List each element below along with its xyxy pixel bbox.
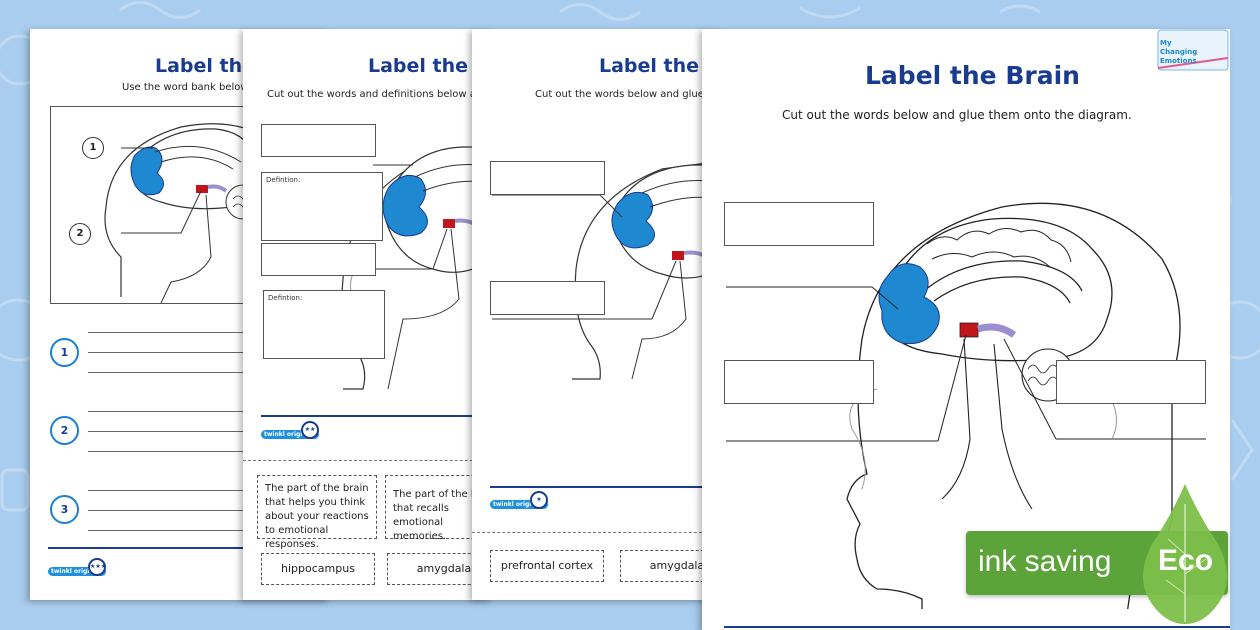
answer-line — [88, 490, 328, 491]
answer-number-2: 2 — [50, 416, 79, 445]
footer-line — [490, 486, 722, 488]
diagram-number-2: 2 — [69, 223, 91, 245]
answer-line — [88, 411, 328, 412]
answer-line — [88, 332, 328, 333]
sheet-title: Label the Brain — [599, 55, 722, 77]
label-box — [261, 243, 376, 276]
sheet-subtitle: Cut out the words below and glue them on… — [535, 89, 722, 100]
label-box — [490, 161, 605, 195]
series-logo-text: My Changing Emotions — [1160, 39, 1198, 65]
ink-saving-text: ink saving — [978, 545, 1112, 578]
footer-line — [724, 626, 1230, 628]
label-box — [490, 281, 605, 315]
twinkl-originals-logo: twinkl originals — [490, 491, 549, 510]
eco-leaf-icon — [1143, 484, 1227, 624]
definition-card: The part of the brain that helps you thi… — [257, 475, 377, 550]
sheet-subtitle: Cut out the words below and glue them on… — [782, 108, 1132, 122]
sheet-subtitle: Cut out the words and definitions below … — [267, 89, 493, 100]
twinkl-logo-text: twinkl originals — [490, 500, 549, 509]
twinkl-originals-logo: twinkl originals — [261, 421, 320, 440]
answer-line — [88, 372, 328, 373]
answer-line — [88, 530, 328, 531]
label-box — [724, 360, 874, 404]
difficulty-stars-icon: ★★ — [301, 421, 319, 439]
twinkl-originals-logo: twinkl originals — [48, 558, 107, 577]
sheet-title: Label the Brain — [368, 55, 493, 77]
definition-label: Defintion: — [268, 294, 303, 302]
diagram-number-1: 1 — [82, 137, 104, 159]
definition-box: Defintion: — [263, 290, 385, 359]
definition-box: Defintion: — [261, 172, 383, 241]
label-box — [1056, 360, 1206, 404]
eco-label: Eco — [1158, 544, 1214, 577]
answer-line — [88, 510, 328, 511]
sheet-subtitle: Use the word bank below to label the dia… — [122, 82, 330, 93]
difficulty-stars-icon: ★ — [530, 491, 548, 509]
footer-line — [48, 547, 330, 549]
cut-line — [472, 532, 722, 533]
label-box — [261, 124, 376, 157]
brain-diagram — [341, 146, 493, 390]
worksheet-3: Label the Brain Cut out the words below … — [472, 29, 722, 600]
answer-line — [88, 352, 328, 353]
label-box — [724, 202, 874, 246]
notebook-icon — [1157, 29, 1229, 71]
twinkl-logo-text: twinkl originals — [261, 430, 320, 439]
worksheet-4: Label the Brain Cut out the words below … — [702, 29, 1230, 630]
my-changing-emotions-logo: My Changing Emotions — [1156, 28, 1230, 72]
word-card-prefrontal-cortex: prefrontal cortex — [490, 550, 604, 582]
sheet-title: Label the Brain — [865, 61, 1080, 90]
footer-line — [261, 415, 493, 417]
answer-number-1: 1 — [50, 338, 79, 367]
word-card-hippocampus: hippocampus — [261, 553, 375, 585]
difficulty-stars-icon: ★★★ — [88, 558, 106, 576]
worksheet-2: Label the Brain Cut out the words and de… — [243, 29, 493, 600]
definition-label: Defintion: — [266, 176, 301, 184]
answer-number-3: 3 — [50, 495, 79, 524]
twinkl-logo-text: twinkl originals — [48, 567, 107, 576]
answer-line — [88, 451, 328, 452]
answer-line — [88, 431, 328, 432]
cut-line — [243, 460, 493, 461]
